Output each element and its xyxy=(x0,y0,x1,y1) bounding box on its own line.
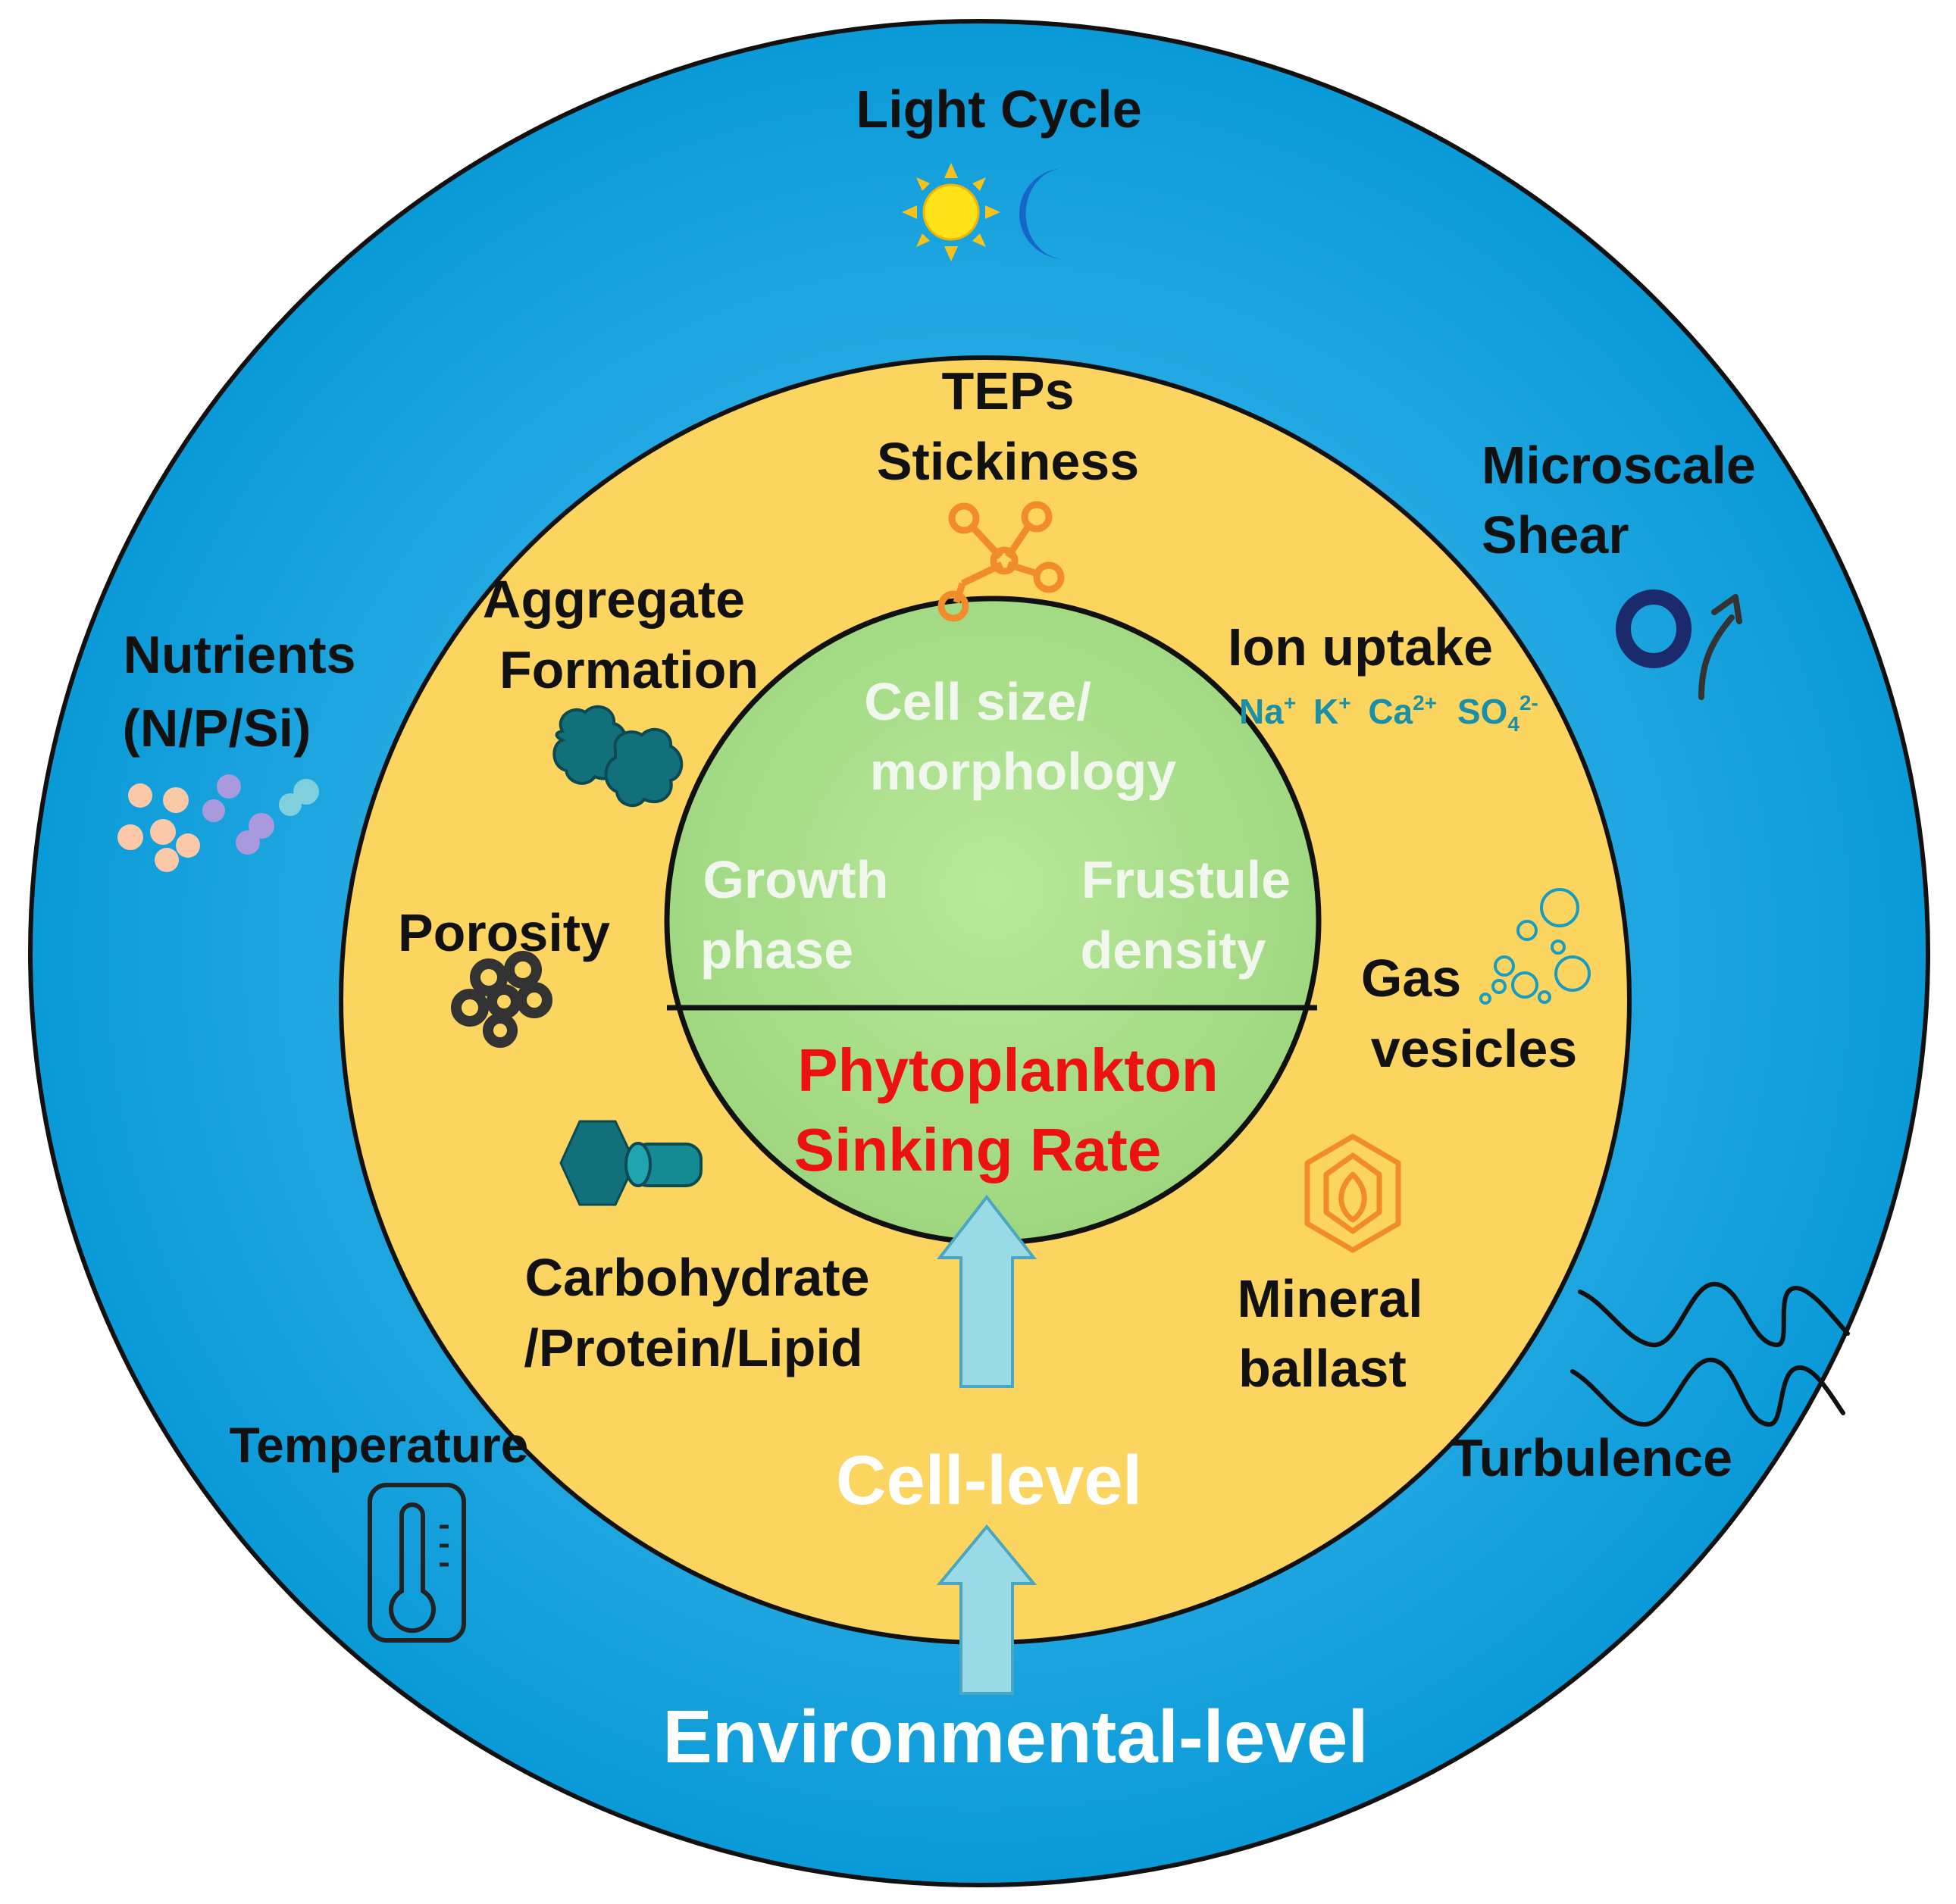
environmental-level-title: Environmental-level xyxy=(662,1695,1368,1778)
cell-arrow xyxy=(936,1194,1037,1388)
molecule-network-icon xyxy=(937,501,1065,622)
crystal-ballast-icon xyxy=(1304,1133,1401,1253)
phytoplankton-label: Phytoplankton xyxy=(797,1036,1219,1104)
porous-cluster-icon xyxy=(451,951,552,1048)
density-label: density xyxy=(1080,921,1266,980)
cell-level-title: Cell-level xyxy=(836,1442,1142,1519)
environment-arrow xyxy=(936,1524,1037,1695)
frustule-label: Frustule xyxy=(1081,850,1291,909)
stickiness-label: Stickiness xyxy=(877,432,1139,491)
ion-list: Na+ K+ Ca2+ SO42- xyxy=(1239,678,1538,736)
nutrient-dots-icon xyxy=(117,774,319,872)
shear-label: Shear xyxy=(1482,505,1629,564)
formation-label: Formation xyxy=(499,640,759,699)
protein-lipid-label: /Protein/Lipid xyxy=(524,1318,862,1377)
sun-icon xyxy=(902,163,1000,261)
light-cycle-label: Light Cycle xyxy=(856,80,1141,139)
turbulence-label: Turbulence xyxy=(1451,1428,1732,1487)
morphology-label: morphology xyxy=(870,742,1176,801)
carbohydrate-label: Carbohydrate xyxy=(524,1248,869,1307)
moon-icon xyxy=(1019,168,1065,260)
thermometer-icon xyxy=(368,1483,466,1643)
teps-label: TEPs xyxy=(941,361,1074,421)
growth-label: Growth xyxy=(703,850,889,909)
vesicles-label: vesicles xyxy=(1371,1019,1577,1078)
porosity-label: Porosity xyxy=(398,903,610,962)
gas-label: Gas xyxy=(1361,949,1461,1008)
ballast-label: ballast xyxy=(1238,1339,1407,1398)
ion-uptake-label: Ion uptake xyxy=(1228,617,1493,677)
aggregate-label: Aggregate xyxy=(483,570,745,629)
sinking-rate-label: Sinking Rate xyxy=(794,1116,1162,1183)
aggregate-cluster-icon xyxy=(552,705,684,808)
microscale-label: Microscale xyxy=(1482,436,1756,495)
cell-size-label: Cell size/ xyxy=(864,672,1091,731)
nutrients-sub-label: (N/P/Si) xyxy=(123,699,311,758)
temperature-label: Temperature xyxy=(230,1417,529,1473)
wave-lines-icon xyxy=(1570,1281,1850,1427)
mineral-label: Mineral xyxy=(1237,1269,1422,1328)
phase-label: phase xyxy=(700,921,853,980)
nutrients-label: Nutrients xyxy=(123,625,355,684)
bubbles-icon xyxy=(1479,888,1591,1005)
hexagon-molecule-icon xyxy=(559,1120,703,1206)
shear-swirl-icon xyxy=(1616,589,1742,700)
